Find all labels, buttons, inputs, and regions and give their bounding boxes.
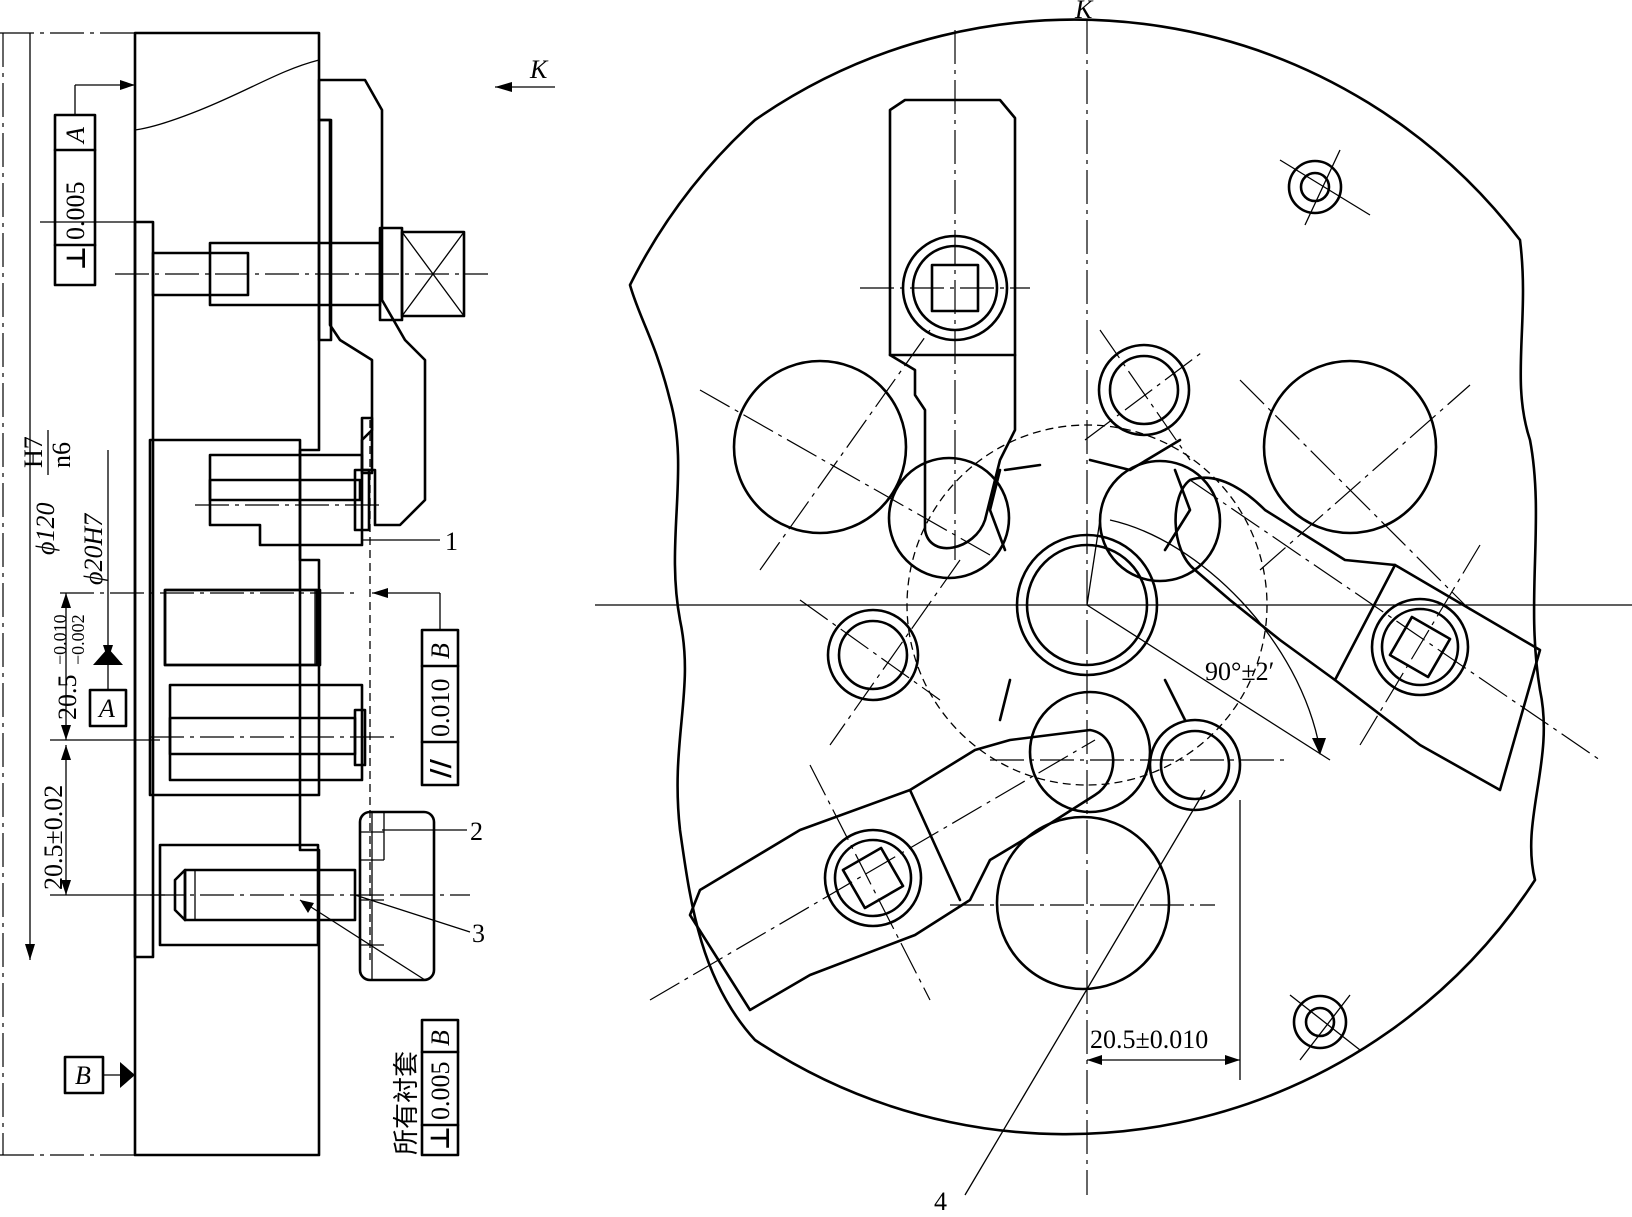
plate-outline bbox=[628, 18, 1546, 1136]
dim-pin-text: ϕ20H7 bbox=[79, 513, 108, 585]
dim-offset-1: 20.5 −0.010 −0.002 bbox=[50, 593, 88, 740]
dim-offset-nominal: 20.5 bbox=[53, 675, 82, 721]
dim-phi20: ϕ20H7 A bbox=[79, 450, 128, 728]
dim-bottom: 20.5±0.010 bbox=[1087, 800, 1241, 1080]
datum-a-label: A bbox=[97, 694, 115, 723]
dim-bottom-text: 20.5±0.010 bbox=[1090, 1025, 1208, 1054]
fit-upper: H7 bbox=[19, 436, 48, 468]
clamp-arm-right bbox=[1174, 476, 1601, 792]
view-arrow-k: K bbox=[495, 55, 555, 92]
lower-bushing bbox=[158, 843, 320, 947]
perpendicularity-frame-a: ⊥ 0.005 A bbox=[40, 80, 150, 287]
plate-hatched-body bbox=[133, 31, 321, 1157]
bushing-tol-datum: B bbox=[426, 1030, 455, 1046]
dim-bore-text: ϕ120 bbox=[31, 503, 60, 555]
perp-symbol: ⊥ bbox=[62, 246, 92, 270]
plan-view: K bbox=[595, 0, 1632, 1216]
dim-offset-upper: −0.010 bbox=[50, 614, 70, 665]
perp-value: 0.005 bbox=[61, 182, 90, 241]
dim-offset-2-text: 20.5±0.02 bbox=[39, 785, 68, 890]
plan-view-label: K bbox=[1074, 0, 1094, 24]
bushing-perp-symbol: ⊥ bbox=[426, 1126, 456, 1150]
parallel-value: 0.010 bbox=[426, 679, 455, 738]
parallel-symbol: // bbox=[426, 759, 456, 778]
clamp-arm-left bbox=[649, 728, 1115, 1012]
angle-dim-text: 90°±2′ bbox=[1205, 657, 1274, 686]
bushing-tol-value: 0.005 bbox=[426, 1062, 455, 1121]
callout-1: 1 bbox=[445, 527, 458, 556]
datum-b: B bbox=[63, 1055, 135, 1095]
middle-bushing bbox=[168, 683, 364, 782]
part-2-nut bbox=[358, 810, 436, 982]
view-arrow-label: K bbox=[529, 55, 549, 84]
bushing-tol-frame: ⊥ 0.005 B 所有衬套 bbox=[392, 1018, 460, 1157]
section-view: ⊥ 0.005 A K ϕ120 H7 n6 ϕ20H7 bbox=[0, 31, 555, 1157]
clamp-arm-top bbox=[860, 30, 1030, 560]
callout-3: 3 bbox=[472, 919, 485, 948]
perp-datum: A bbox=[61, 127, 90, 145]
parallelism-frame-b: // 0.010 B bbox=[372, 588, 460, 787]
datum-b-label: B bbox=[75, 1061, 91, 1090]
bushing-tol-note: 所有衬套 bbox=[392, 1051, 421, 1155]
parallel-datum: B bbox=[426, 643, 455, 659]
callout-2: 2 bbox=[470, 817, 483, 846]
callout-4: 4 bbox=[934, 1187, 947, 1216]
dim-offset-lower: −0.002 bbox=[68, 614, 88, 665]
fit-lower: n6 bbox=[47, 442, 76, 468]
dim-offset-2: 20.5±0.02 bbox=[39, 739, 165, 896]
dim-phi120: ϕ120 H7 n6 bbox=[19, 33, 76, 960]
